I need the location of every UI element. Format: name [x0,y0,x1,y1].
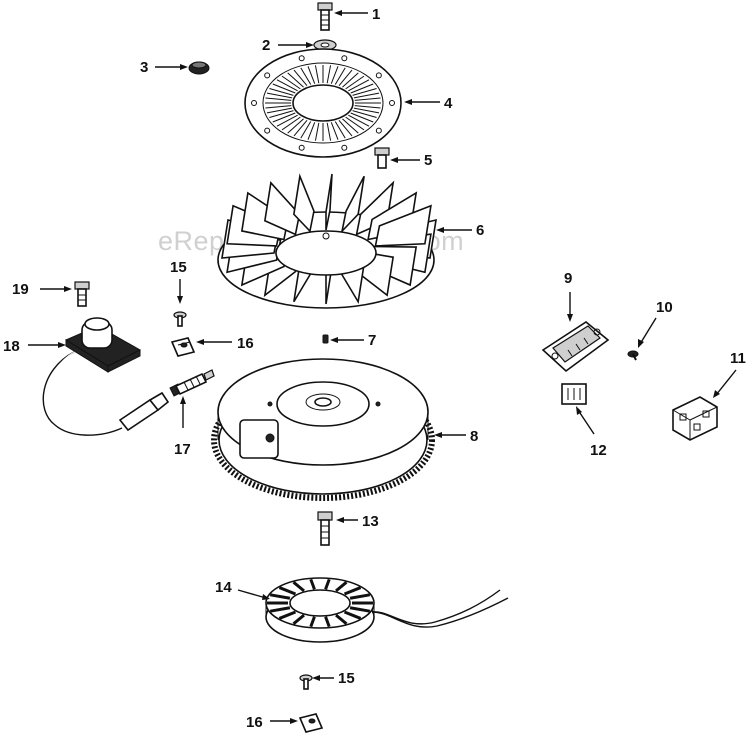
part-5-bolt [374,147,390,169]
callout-16a: 16 [237,335,254,352]
callout-9: 9 [564,270,572,287]
callout-3: 3 [140,59,148,76]
callout-1: 1 [372,6,380,23]
part-4-disc [244,48,402,158]
part-6-fan [217,173,437,309]
callout-14: 14 [215,579,232,596]
callout-19: 19 [12,281,29,298]
callout-18: 18 [3,338,20,355]
part-16a-clamp [170,337,196,357]
callout-17: 17 [174,441,191,458]
callout-6: 6 [476,222,484,239]
part-17-spark-plug [169,369,215,397]
part-2-washer [313,39,337,51]
callout-2: 2 [262,37,270,54]
callout-11: 11 [730,350,746,367]
part-10-screw [627,350,639,361]
part-18-ignition-module [42,317,170,436]
part-13-bolt [317,511,333,546]
part-11-connector [672,396,718,441]
callout-4: 4 [444,95,453,112]
part-12-terminal [561,383,587,405]
callout-15a: 15 [170,259,187,276]
callout-labels: 1 2 3 4 5 6 7 8 9 10 11 12 13 14 15 15 1… [3,6,746,731]
callout-5: 5 [424,152,432,169]
callout-15b: 15 [338,670,355,687]
part-8-flywheel [211,358,435,501]
part-9-rectifier [541,321,610,373]
callout-8: 8 [470,428,478,445]
leader-lines [28,10,737,724]
part-1-bolt [317,2,333,31]
part-15a-screw [173,311,187,327]
callout-13: 13 [362,513,379,530]
callout-16b: 16 [246,714,263,731]
part-7-key [322,334,329,344]
callout-12: 12 [590,442,607,459]
part-19-bolt [74,281,90,307]
part-3-nut [188,61,210,75]
part-14-stator [265,577,509,643]
part-16b-clamp [298,713,324,733]
callout-10: 10 [656,299,673,316]
callout-7: 7 [368,332,376,349]
part-15b-screw [299,674,313,690]
